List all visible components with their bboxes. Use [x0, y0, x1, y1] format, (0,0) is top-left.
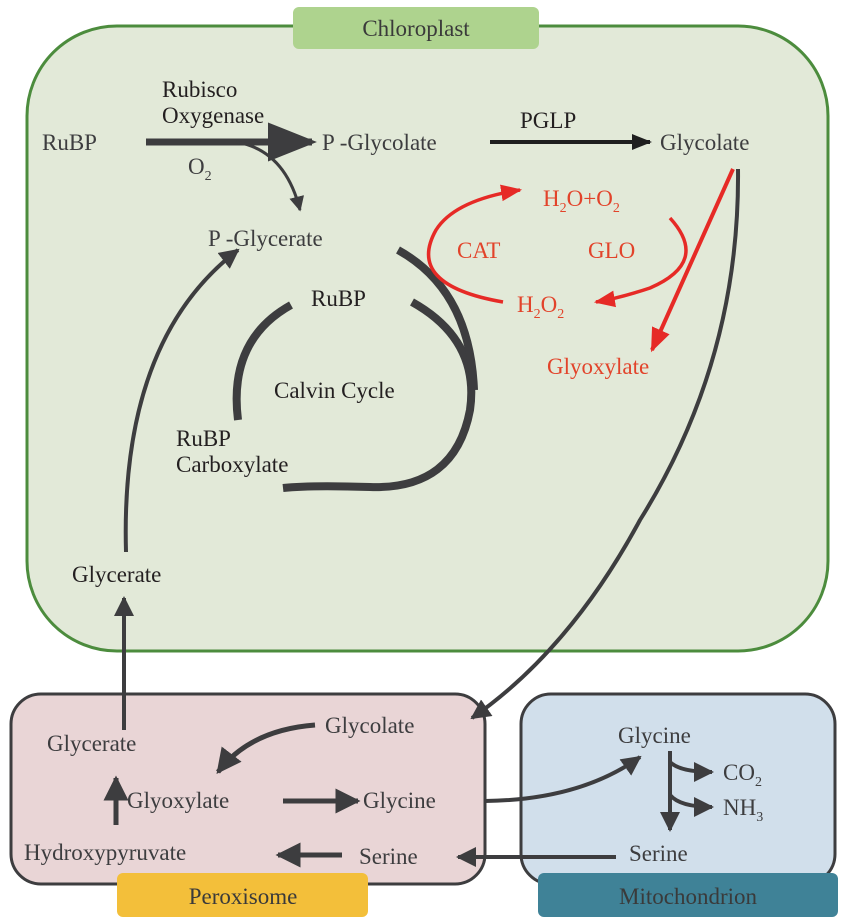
co2-release-arrow — [668, 760, 714, 782]
serine-peroxisome-label: Serine — [359, 844, 418, 869]
cat-label: CAT — [457, 238, 500, 263]
glycerate-peroxisome-label: Glycerate — [47, 731, 136, 756]
glycolate-to-glyoxylate-perox-arrow — [216, 722, 316, 774]
glycerate-to-p-glycerate-arrow — [123, 248, 240, 553]
peroxisome-label: Peroxisome — [189, 884, 298, 909]
chloroplast-compartment — [25, 24, 830, 653]
nh3-release-arrow — [668, 793, 714, 817]
hydroxypyruvate-label: Hydroxypyruvate — [24, 840, 186, 865]
glycolate-to-glyoxylate-arrow — [650, 168, 735, 353]
glyoxylate-peroxisome-label: Glyoxylate — [127, 788, 229, 813]
co2-label: CO2 — [723, 760, 762, 790]
o2-to-p-glycerate-arrow — [235, 140, 304, 212]
h2o-o2-label: H2O+O2 — [543, 186, 620, 216]
calvin-cycle-arc-left — [232, 301, 293, 421]
nh3-label: NH3 — [723, 795, 763, 825]
calvin-cycle-arc-right — [282, 298, 476, 492]
glycolate-label: Glycolate — [660, 130, 749, 155]
chloroplast-label: Chloroplast — [362, 16, 470, 41]
mitochondrion-tag — [538, 873, 838, 917]
rubp-start-label: RuBP — [42, 130, 97, 155]
rubp-carboxylate-label-2: Carboxylate — [176, 452, 288, 477]
peroxisome-tag — [117, 873, 368, 917]
chloroplast-tag — [293, 7, 539, 49]
glycolate-to-peroxisome-arrow — [470, 168, 741, 720]
serine-mitochondrion-label: Serine — [629, 841, 688, 866]
calvin-cycle-label: Calvin Cycle — [274, 378, 395, 403]
glyoxylate-chloroplast-label: Glyoxylate — [547, 354, 649, 379]
glycine-to-mitochondrion-arrow — [484, 755, 642, 803]
mitochondrion-label: Mitochondrion — [619, 884, 757, 909]
glo-label: GLO — [588, 238, 635, 263]
glycine-peroxisome-label: Glycine — [363, 788, 436, 813]
rubp-carboxylate-label-1: RuBP — [176, 426, 231, 451]
glo-arrow — [593, 216, 688, 308]
oxygenase-label: Oxygenase — [162, 103, 264, 128]
calvin-rubp-label: RuBP — [311, 286, 366, 311]
glycolate-peroxisome-label: Glycolate — [325, 713, 414, 738]
h2o2-label: H2O2 — [517, 292, 564, 322]
rubisco-label: Rubisco — [162, 77, 237, 102]
p-glycerate-to-calvin-arc — [396, 246, 478, 391]
cat-arrow — [426, 184, 523, 304]
p-glycerate-label: P -Glycerate — [208, 226, 323, 251]
glycine-mitochondrion-label: Glycine — [618, 723, 691, 748]
glycerate-chloroplast-label: Glycerate — [72, 562, 161, 587]
p-glycolate-label: P -Glycolate — [322, 130, 437, 155]
pglp-label: PGLP — [520, 108, 576, 133]
o2-label: O2 — [188, 154, 212, 184]
